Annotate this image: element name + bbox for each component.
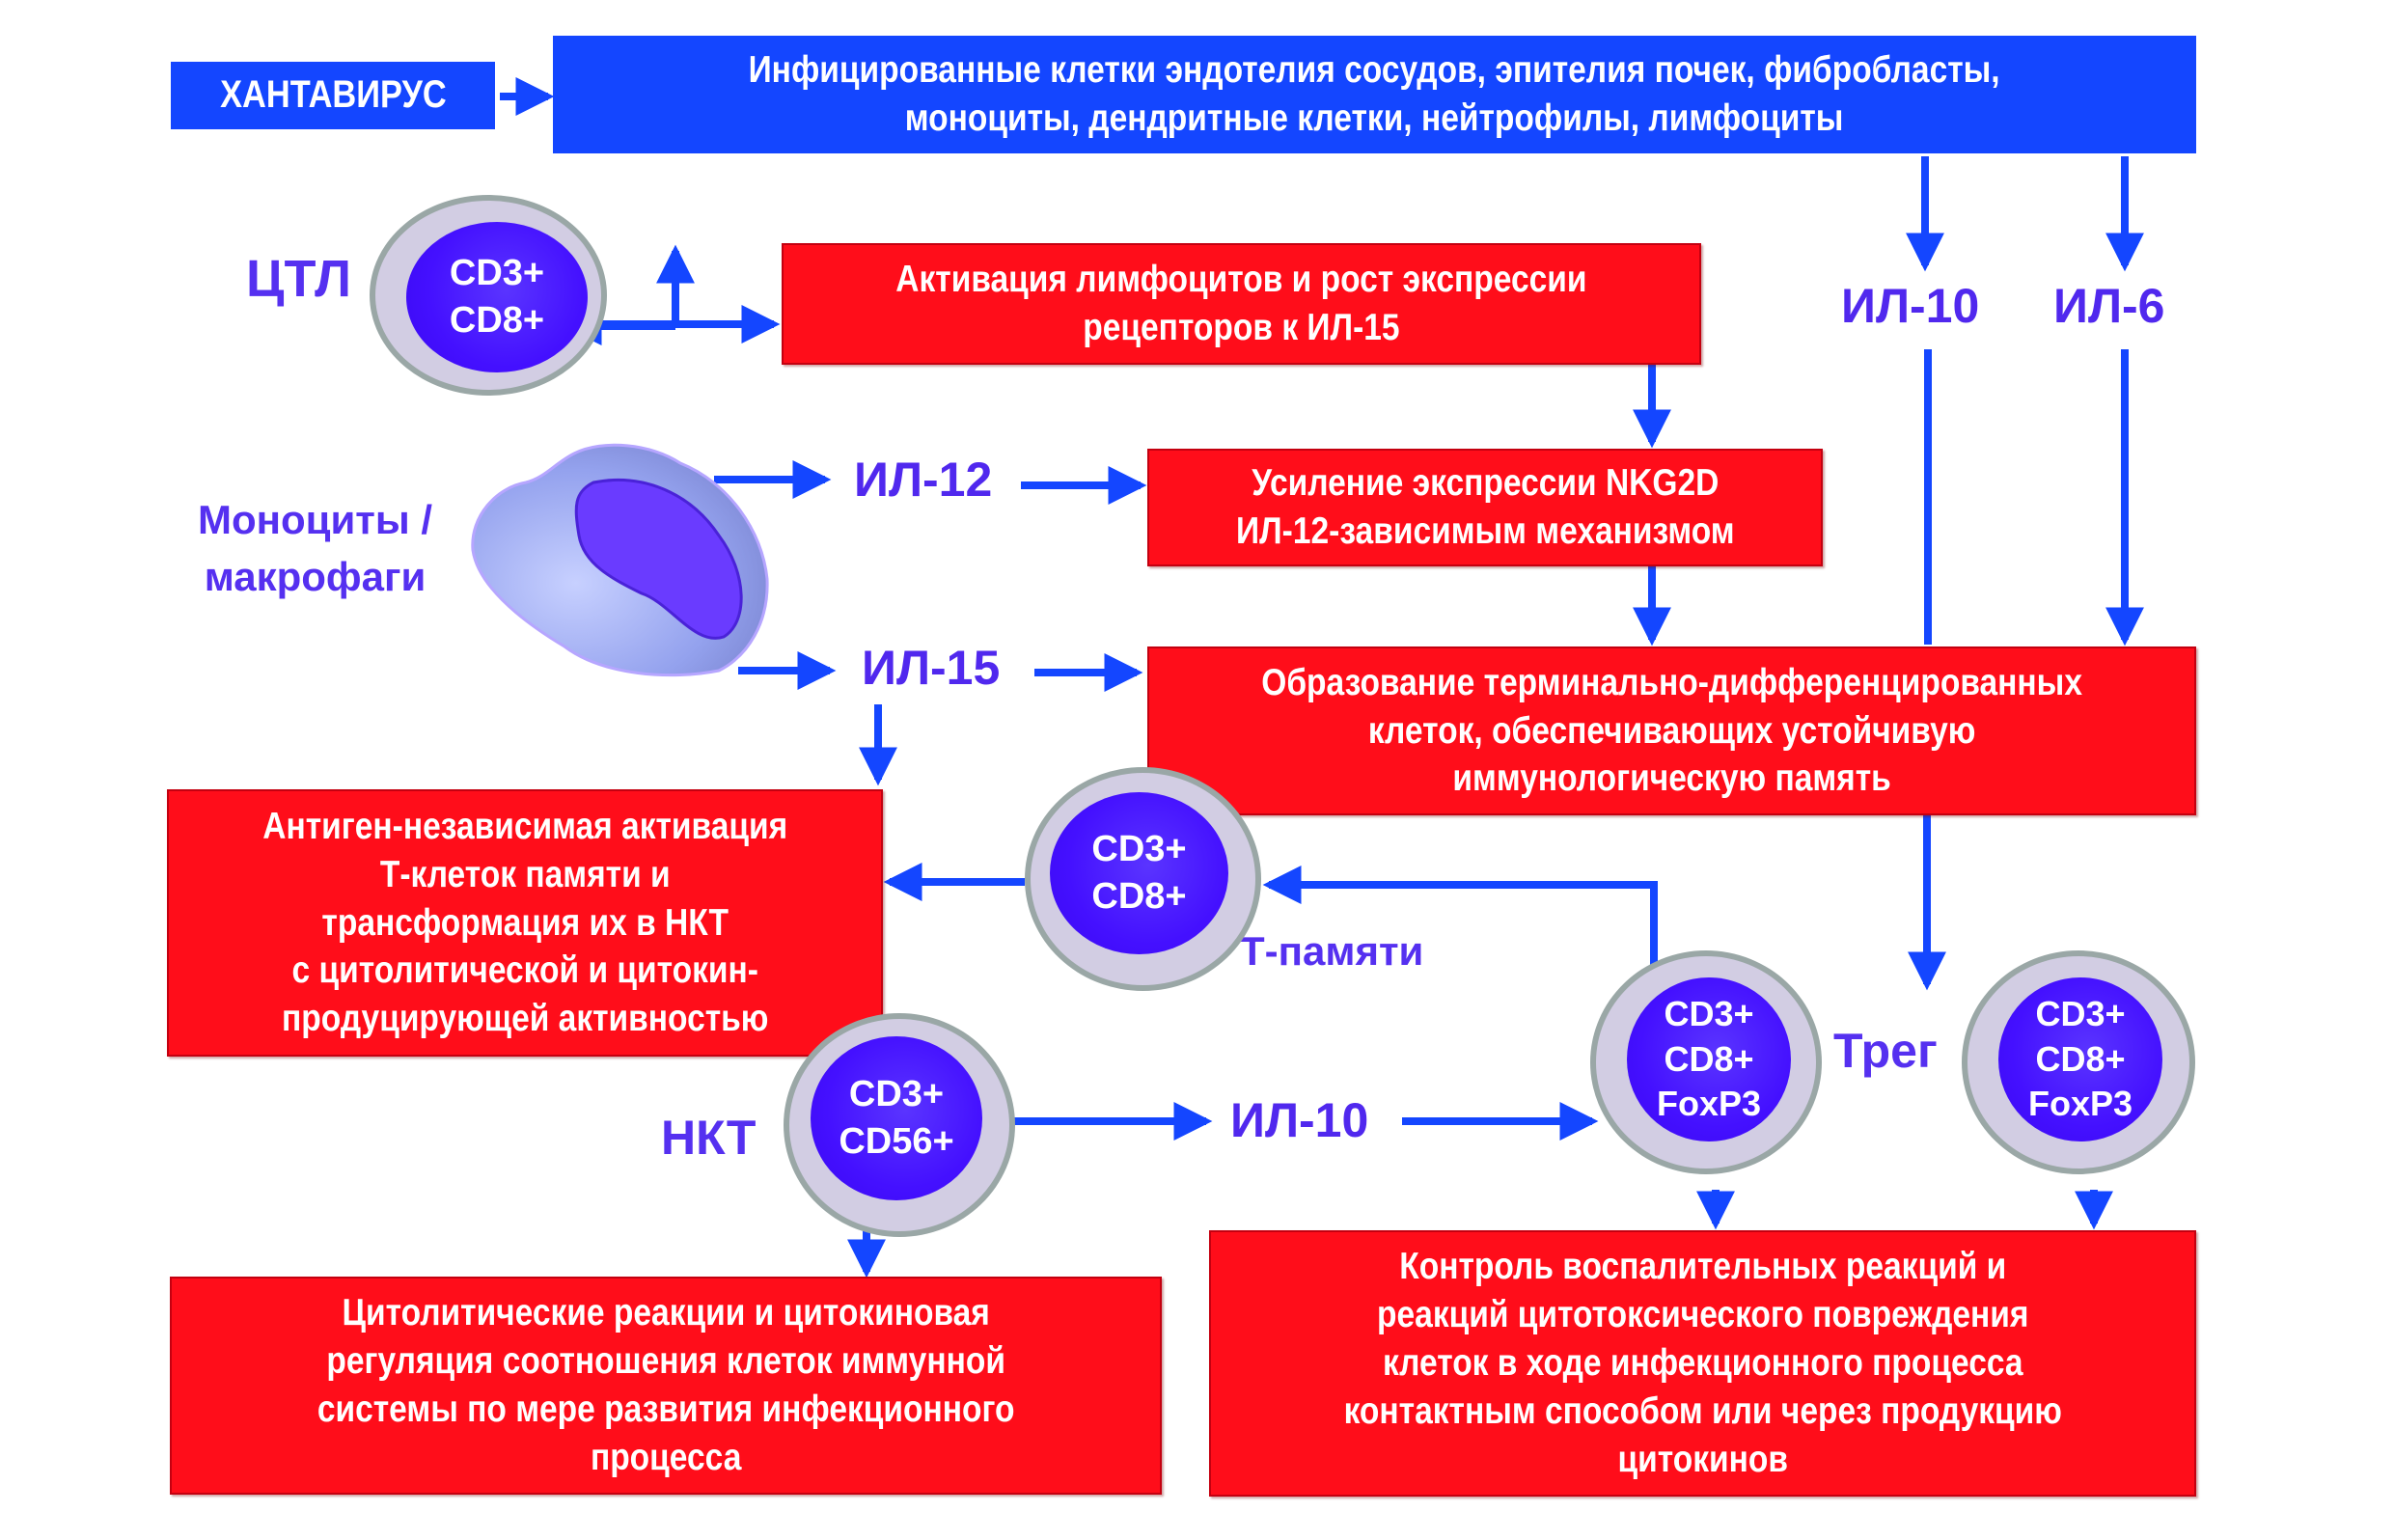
treg-label: Трег — [1833, 1024, 1938, 1078]
treg-right-markers: CD3+ CD8+ FoxP3 — [1998, 977, 2162, 1141]
ctl-cell: CD3+ CD8+ — [370, 195, 607, 396]
terminal-differentiation-box: Образование терминально-дифференцированн… — [1147, 646, 2196, 815]
treg-left-markers: CD3+ CD8+ FoxP3 — [1627, 977, 1791, 1141]
nkg2d-text: Усиление экспрессии NKG2D ИЛ-12-зависимы… — [1235, 462, 1735, 552]
memory-t-cell: CD3+ CD8+ — [1025, 767, 1261, 991]
control-box: Контроль воспалительных реакций и реакци… — [1209, 1230, 2196, 1497]
cytolytic-box: Цитолитические реакции и цитокиновая рег… — [170, 1277, 1162, 1495]
il6-label: ИЛ-6 — [2053, 279, 2165, 333]
nkt-label: НКТ — [661, 1111, 757, 1165]
terminal-differentiation-text: Образование терминально-дифференцированн… — [1261, 661, 2082, 800]
activation-box: Активация лимфоцитов и рост экспрессии р… — [782, 243, 1701, 365]
hantavirus-box: ХАНТАВИРУС — [171, 62, 495, 129]
memory-label: Т-памяти — [1240, 928, 1424, 974]
nkt-cell: CD3+ CD56+ — [784, 1013, 1015, 1237]
treg-cell-right: CD3+ CD8+ FoxP3 — [1962, 950, 2195, 1174]
monocytes-label: Моноциты / макрофаги — [198, 497, 433, 599]
il10-bottom-label: ИЛ-10 — [1230, 1093, 1369, 1147]
cytolytic-text: Цитолитические реакции и цитокиновая рег… — [316, 1292, 1015, 1478]
treg-cell-left: CD3+ CD8+ FoxP3 — [1590, 950, 1822, 1174]
nkt-cell-markers: CD3+ CD56+ — [811, 1036, 982, 1200]
ctl-label: ЦТЛ — [246, 250, 351, 308]
control-text: Контроль воспалительных реакций и реакци… — [1343, 1246, 2062, 1480]
antigen-independent-text: Антиген-независимая активация Т-клеток п… — [262, 805, 787, 1040]
activation-text: Активация лимфоцитов и рост экспрессии р… — [895, 259, 1587, 348]
memory-cell-markers: CD3+ CD8+ — [1050, 792, 1228, 954]
macrophage-icon — [471, 443, 769, 677]
ctl-cell-markers: CD3+ CD8+ — [406, 222, 588, 372]
il15-label: ИЛ-15 — [862, 641, 1001, 695]
hantavirus-label: ХАНТАВИРУС — [219, 73, 447, 117]
il12-label: ИЛ-12 — [854, 453, 993, 507]
antigen-independent-box: Антиген-независимая активация Т-клеток п… — [167, 789, 883, 1057]
nkg2d-box: Усиление экспрессии NKG2D ИЛ-12-зависимы… — [1147, 449, 1823, 566]
il10-top-label: ИЛ-10 — [1841, 279, 1980, 333]
infected-cells-text: Инфицированные клетки эндотелия сосудов,… — [748, 49, 2001, 139]
infected-cells-box: Инфицированные клетки эндотелия сосудов,… — [553, 36, 2196, 153]
